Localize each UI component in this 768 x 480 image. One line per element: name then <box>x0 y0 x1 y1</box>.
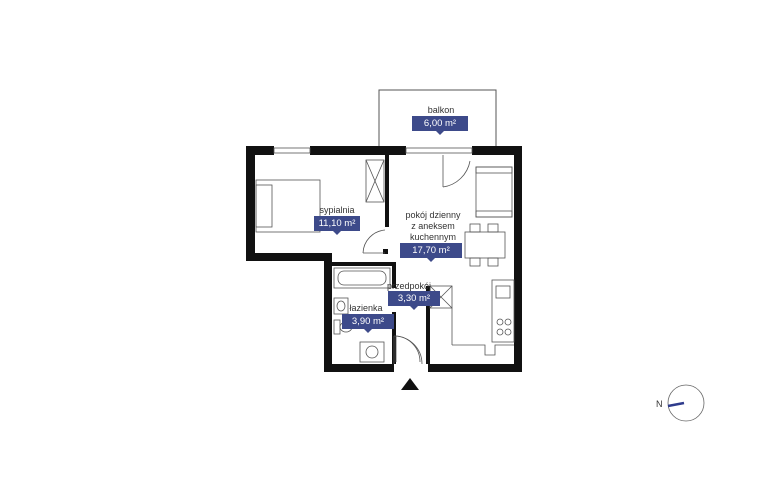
pokoj-label: pokój dzienny z aneksem kuchennym <box>405 210 461 242</box>
przedpokoj-label: przedpokój <box>386 281 432 291</box>
sypialnia-label: sypialnia <box>319 205 355 215</box>
pokoj-area-badge: 17,70 m² <box>400 243 462 262</box>
exterior-walls <box>246 146 522 372</box>
lazienka-label: łazienka <box>349 303 383 313</box>
compass <box>667 384 705 422</box>
balkon-label: balkon <box>427 105 455 115</box>
przedpokoj-area-badge: 3,30 m² <box>388 291 440 310</box>
entrance-arrow <box>401 378 419 390</box>
balkon-area-badge: 6,00 m² <box>412 116 468 135</box>
sypialnia-area-badge: 11,10 m² <box>314 216 360 235</box>
lazienka-area-badge: 3,90 m² <box>342 314 394 333</box>
compass-north-letter: N <box>656 399 663 409</box>
interior-walls <box>332 155 430 364</box>
balcony-outline <box>378 89 497 146</box>
windows <box>273 147 473 154</box>
